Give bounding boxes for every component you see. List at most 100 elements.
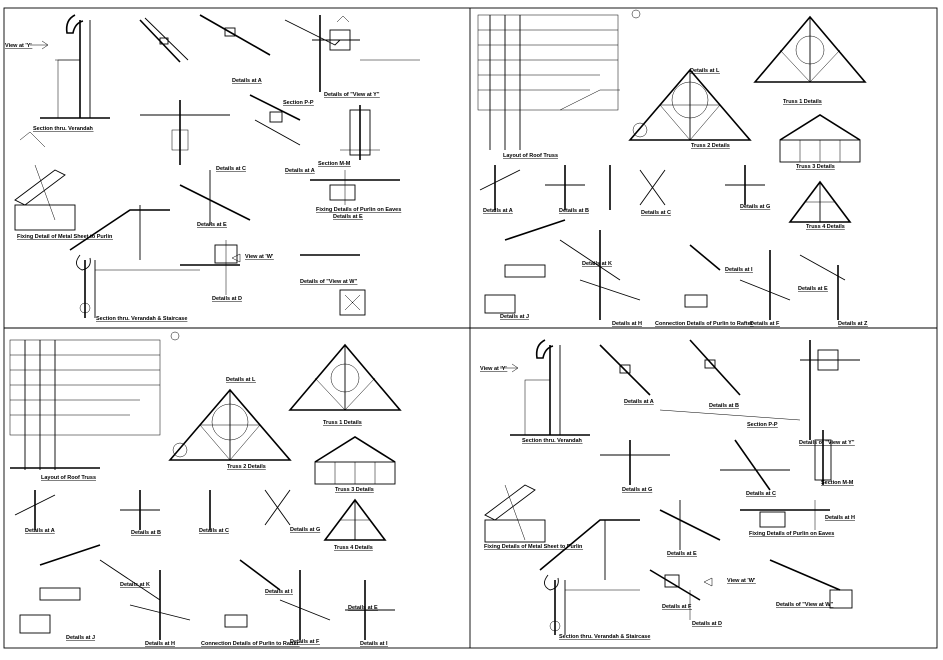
drawing-caption: Section P-P [747, 422, 778, 428]
drawing-caption: Details at H [145, 641, 175, 647]
truss-details-bl [14, 489, 395, 640]
drawing-caption: Details at I [265, 589, 293, 595]
drawing-caption: Details of "View at Y" [799, 440, 855, 446]
drawing-caption: Details at H [825, 515, 855, 521]
drawing-caption: Details of "View at W" [776, 602, 833, 608]
panel-top-right-drawings [477, 9, 867, 320]
drawing-caption: Fixing Details of Purlin on Eaves [316, 207, 401, 213]
drawing-caption: View at 'Y' [5, 43, 32, 49]
drawing-caption: Section thru. Verandah & Staircase [96, 316, 187, 322]
truss-1-tr [631, 9, 867, 83]
drawing-caption: Details at B [131, 530, 161, 536]
drawing-caption: Fixing Details of Metal Sheet to Purlin [484, 544, 583, 550]
drawing-caption: Layout of Roof Truss [503, 153, 558, 159]
drawing-caption: Truss 1 Details [323, 420, 362, 426]
detail-c-top-left [140, 100, 230, 165]
drawing-caption: Fixing Details of Purlin on Eaves [749, 531, 834, 537]
drawing-caption: Section M-M [821, 480, 854, 486]
drawing-caption: View at 'W' [727, 578, 756, 584]
drawing-caption: View at 'W' [245, 254, 274, 260]
drawing-caption: Truss 4 Details [334, 545, 373, 551]
drawing-caption: Truss 2 Details [691, 143, 730, 149]
detail-g-c-br [600, 439, 790, 491]
drawing-caption: Details at C [216, 166, 246, 172]
drawing-caption: Details at F [750, 321, 780, 327]
drawing-caption: Details at K [120, 582, 150, 588]
drawing-caption: Details at A [483, 208, 513, 214]
drawing-caption: Details at K [582, 261, 612, 267]
drawing-caption: Details at G [740, 204, 770, 210]
verandah-section [30, 14, 110, 119]
drawing-caption: Details at E [197, 222, 227, 228]
drawing-caption: Section thru. Verandah & Staircase [559, 634, 650, 640]
truss-3-tr [779, 114, 861, 163]
drawing-caption: Truss 3 Details [335, 487, 374, 493]
drawing-caption: Details at L [226, 377, 256, 383]
drawing-caption: Details at J [500, 314, 529, 320]
drawing-caption: Details at G [622, 487, 652, 493]
drawing-caption: Connection Details of Purlin to Rafter [201, 641, 300, 647]
drawing-caption: Details at B [709, 403, 739, 409]
verandah-section-br [500, 339, 590, 436]
panel-bottom-right-drawings [484, 339, 860, 635]
drawing-caption: Layout of Roof Truss [41, 475, 96, 481]
drawing-caption: Details at A [285, 168, 315, 174]
drawing-caption: Details at I [360, 641, 388, 647]
fixing-details-purlin [310, 170, 400, 205]
drawing-caption: Connection Details of Purlin to Rafter [655, 321, 754, 327]
detail-e-d-w [179, 170, 366, 316]
panel-top-left-drawings [14, 14, 420, 318]
metal-sheet-detail [14, 131, 76, 231]
drawing-caption: Truss 2 Details [227, 464, 266, 470]
drawing-caption: Details of "View at W" [300, 279, 357, 285]
drawing-caption: Details of "View at Y" [324, 92, 380, 98]
verandah-staircase-br [539, 519, 640, 635]
drawing-caption: Truss 3 Details [796, 164, 835, 170]
detail-e-f-d-w-br [649, 500, 853, 620]
drawing-caption: Details at C [641, 210, 671, 216]
drawing-labels: View at 'Y'Section thru. VerandahDetails… [5, 43, 868, 647]
roof-layout-plan-tr [477, 14, 620, 150]
metal-sheet-detail-br [484, 484, 546, 543]
drawing-caption: Details at L [690, 68, 720, 74]
truss-2-tr [628, 68, 752, 141]
section-p-p [249, 94, 301, 146]
drawing-caption: Details at H [612, 321, 642, 327]
roof-layout-plan-bl [9, 331, 180, 470]
truss-4-bl [323, 498, 387, 541]
drawing-caption: Details at J [66, 635, 95, 641]
drawing-caption: Details at B [559, 208, 589, 214]
detail-a-b-br [599, 339, 801, 421]
drawing-caption: Section thru. Verandah [33, 126, 94, 132]
truss-1-bl [288, 343, 402, 411]
truss-4-tr [788, 180, 852, 223]
drawing-caption: Details at E [667, 551, 697, 557]
drawing-caption: Details at A [25, 528, 55, 534]
truss-3-bl [314, 436, 396, 485]
drawing-caption: Details at G [290, 527, 320, 533]
drawing-caption: Truss 1 Details [783, 99, 822, 105]
drawing-caption: View at 'Y' [480, 366, 507, 372]
panel-bottom-left-drawings [9, 331, 402, 640]
drawing-caption: Details at A [232, 78, 262, 84]
drawing-caption: Truss 4 Details [806, 224, 845, 230]
drawing-caption: Details at E [798, 286, 828, 292]
truss-2-bl [168, 388, 292, 461]
drawing-caption: Details at E [333, 214, 363, 220]
drawing-caption: Section P-P [283, 100, 314, 106]
fixing-details-br [740, 500, 830, 530]
drawing-caption: Details at E [348, 605, 378, 611]
section-m-m-br [814, 430, 832, 485]
drawing-caption: Details at C [199, 528, 229, 534]
drawing-caption: Details at Z [838, 321, 868, 327]
drawing-caption: Section thru. Verandah [522, 438, 583, 444]
truss-details-tr [479, 165, 846, 320]
drawing-caption: Details at F [290, 639, 320, 645]
drawing-caption: Details at I [725, 267, 753, 273]
drawing-caption: Details at D [212, 296, 242, 302]
view-y-detail-br [800, 340, 860, 440]
drawing-caption: Section M-M [318, 161, 351, 167]
drawing-caption: Details at C [746, 491, 776, 497]
